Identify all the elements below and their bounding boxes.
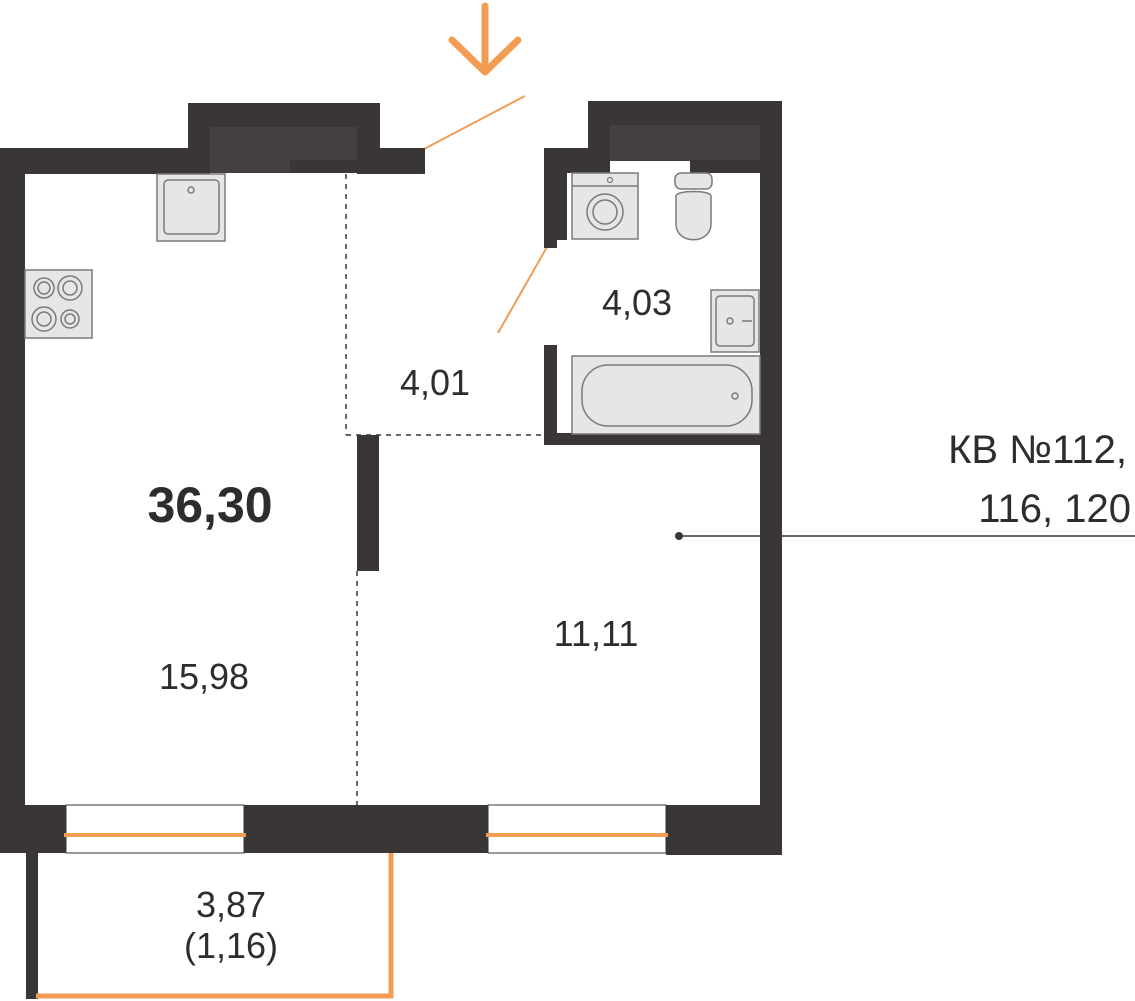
apartment-pointer bbox=[675, 532, 1135, 540]
apartment-label-line1: КВ №112, bbox=[948, 428, 1127, 472]
walls bbox=[0, 101, 782, 855]
washing-machine-icon bbox=[571, 172, 639, 240]
bathroom-door-swing bbox=[497, 246, 548, 334]
total-area: 36,30 bbox=[147, 477, 272, 533]
room-area-hall: 4,01 bbox=[400, 362, 470, 403]
windows bbox=[64, 804, 668, 854]
room-area-balcony: 3,87 bbox=[196, 884, 266, 925]
room-area-balcony-reduced: (1,16) bbox=[184, 925, 278, 966]
washbasin-icon bbox=[710, 289, 760, 353]
stove-icon bbox=[24, 269, 93, 339]
room-area-living: 15,98 bbox=[159, 656, 249, 697]
apartment-label-line2: 116, 120 bbox=[978, 487, 1131, 531]
entrance-door-swing bbox=[423, 95, 526, 150]
arrow-down-icon bbox=[448, 2, 522, 76]
bathtub-icon bbox=[571, 355, 761, 435]
room-area-room: 11,11 bbox=[554, 613, 639, 654]
balcony bbox=[26, 853, 394, 999]
sink-icon bbox=[156, 173, 226, 242]
room-area-bathroom: 4,03 bbox=[602, 282, 672, 323]
toilet-icon bbox=[674, 172, 713, 241]
